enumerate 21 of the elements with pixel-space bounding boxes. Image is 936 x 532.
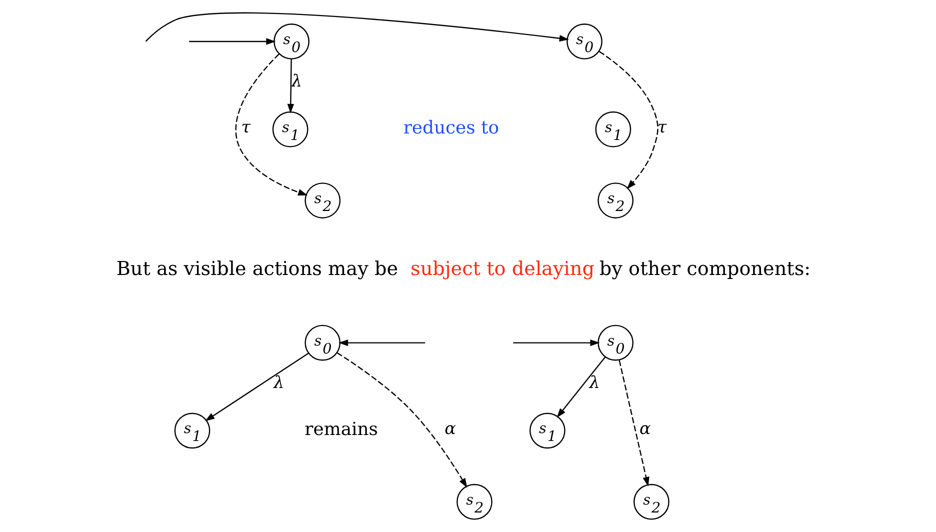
edge-label: λ	[291, 70, 302, 91]
arrow	[204, 352, 308, 422]
arrow	[512, 339, 600, 346]
edge-label: α	[638, 418, 650, 438]
edge-label: τ	[240, 116, 250, 137]
edge-label: τ	[656, 116, 666, 137]
arrow	[336, 352, 467, 488]
arrow	[598, 51, 658, 190]
edge-label: λ	[588, 372, 600, 392]
arrow	[618, 360, 649, 487]
edge-label: λ	[273, 372, 284, 392]
arrow	[144, 12, 568, 42]
arrow	[188, 38, 276, 45]
arrow	[286, 59, 294, 114]
arrow	[338, 339, 425, 346]
edge-label: α	[444, 418, 456, 438]
label: remains	[304, 418, 378, 440]
label: reduces to	[402, 118, 499, 139]
arrow	[556, 356, 606, 418]
arrow	[234, 54, 308, 196]
label: But as visible actions may be subject to delaying by other components:	[116, 257, 810, 280]
